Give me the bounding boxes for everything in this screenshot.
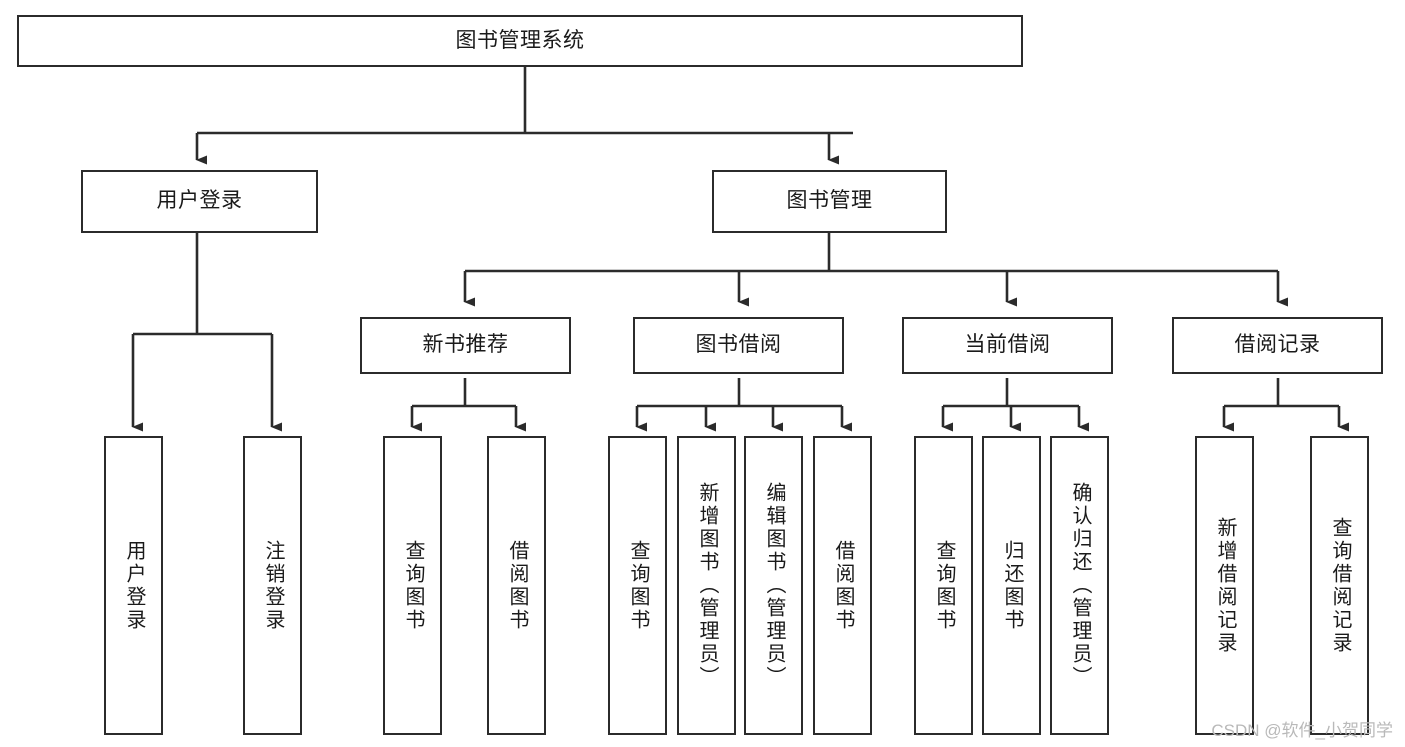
edge-newbook-to-leaves [410, 378, 526, 432]
node-leaf-query-book-1-label: 查询图书 [402, 539, 424, 632]
node-leaf-edit-book-label: 编辑图书（管理员） [763, 482, 785, 689]
node-borrow-record-label: 借阅记录 [1234, 333, 1321, 357]
node-borrow-record[interactable]: 借阅记录 [1172, 317, 1383, 374]
node-root[interactable]: 图书管理系统 [17, 15, 1023, 67]
node-new-book-recommend[interactable]: 新书推荐 [360, 317, 571, 374]
node-leaf-query-book-3-label: 查询图书 [933, 539, 955, 632]
node-leaf-borrow-book-1[interactable]: 借阅图书 [487, 436, 546, 735]
node-leaf-user-login-label: 用户登录 [123, 539, 145, 632]
node-leaf-return-book-label: 归还图书 [1001, 539, 1023, 632]
node-root-label: 图书管理系统 [455, 28, 585, 52]
node-book-manage[interactable]: 图书管理 [712, 170, 947, 233]
node-leaf-add-book[interactable]: 新增图书（管理员） [677, 436, 736, 735]
edge-currentborrow-to-leaves [941, 378, 1089, 432]
node-leaf-query-book-2-label: 查询图书 [627, 539, 649, 632]
node-leaf-add-record[interactable]: 新增借阅记录 [1195, 436, 1254, 735]
node-leaf-return-book[interactable]: 归还图书 [982, 436, 1041, 735]
node-leaf-user-logout-label: 注销登录 [262, 539, 284, 632]
node-leaf-user-login[interactable]: 用户登录 [104, 436, 163, 735]
node-current-borrow[interactable]: 当前借阅 [902, 317, 1113, 374]
node-book-manage-label: 图书管理 [786, 189, 873, 213]
node-leaf-confirm-return[interactable]: 确认归还（管理员） [1050, 436, 1109, 735]
node-new-book-recommend-label: 新书推荐 [422, 333, 509, 357]
node-user-login-label: 用户登录 [156, 189, 243, 213]
node-leaf-query-record[interactable]: 查询借阅记录 [1310, 436, 1369, 735]
node-leaf-query-book-3[interactable]: 查询图书 [914, 436, 973, 735]
edge-userlogin-to-leaves [131, 233, 282, 432]
node-leaf-edit-book[interactable]: 编辑图书（管理员） [744, 436, 803, 735]
node-leaf-add-record-label: 新增借阅记录 [1214, 516, 1236, 655]
edge-borrowrecord-to-leaves [1222, 378, 1349, 432]
node-book-borrow[interactable]: 图书借阅 [633, 317, 844, 374]
node-leaf-query-book-2[interactable]: 查询图书 [608, 436, 667, 735]
edge-root-to-level2 [195, 66, 853, 165]
node-leaf-add-book-label: 新增图书（管理员） [696, 482, 718, 689]
node-user-login[interactable]: 用户登录 [81, 170, 318, 233]
node-leaf-query-record-label: 查询借阅记录 [1329, 516, 1351, 655]
node-leaf-borrow-book-2[interactable]: 借阅图书 [813, 436, 872, 735]
node-book-borrow-label: 图书借阅 [695, 333, 782, 357]
edge-bookborrow-to-leaves [635, 378, 852, 432]
node-leaf-user-logout[interactable]: 注销登录 [243, 436, 302, 735]
node-leaf-confirm-return-label: 确认归还（管理员） [1069, 482, 1091, 689]
edge-booksmanage-to-level3 [463, 233, 1288, 307]
node-leaf-borrow-book-2-label: 借阅图书 [832, 539, 854, 632]
node-leaf-borrow-book-1-label: 借阅图书 [506, 539, 528, 632]
node-leaf-query-book-1[interactable]: 查询图书 [383, 436, 442, 735]
csdn-watermark: CSDN @软件_小贺同学 [1211, 721, 1393, 740]
node-current-borrow-label: 当前借阅 [964, 333, 1051, 357]
